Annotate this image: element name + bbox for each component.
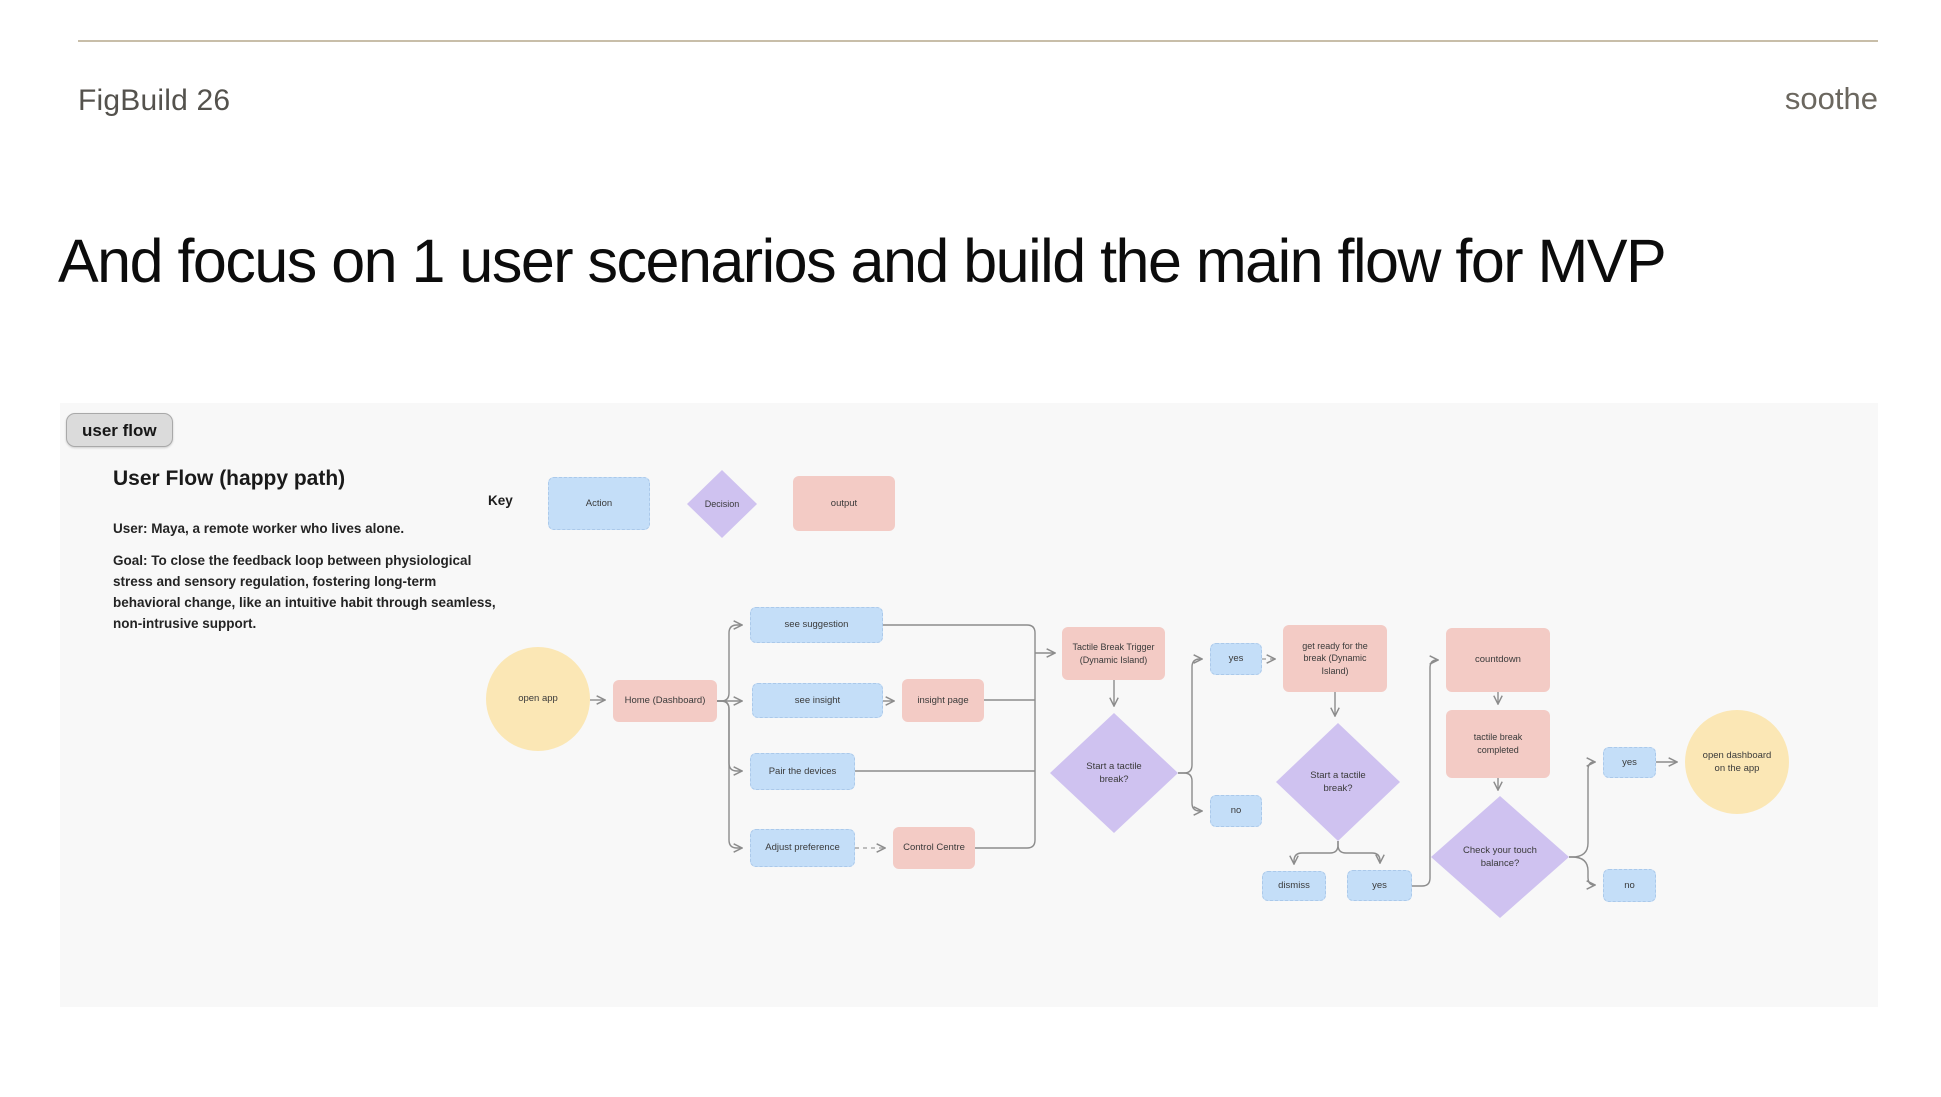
node-countdown: countdown [1446,628,1550,692]
node-check-touch-balance: Check your touch balance? [1431,796,1569,918]
node-start-tactile-break-1: Start a tactile break? [1050,713,1178,833]
user-flow-chip: user flow [66,413,173,447]
key-output-swatch: output [793,476,895,531]
node-get-ready-break: get ready for the break (Dynamic Island) [1283,625,1387,692]
flow-user-line: User: Maya, a remote worker who lives al… [113,521,405,536]
soothe-logo[interactable]: soothe [1784,81,1878,116]
flow-goal-line: Goal: To close the feedback loop between… [113,553,496,631]
node-yes-3: yes [1603,747,1656,778]
node-control-centre: Control Centre [893,827,975,869]
node-pair-devices: Pair the devices [750,753,855,790]
node-see-suggestion: see suggestion [750,607,883,643]
node-tactile-break-completed: tactile break completed [1446,710,1550,778]
node-yes-1: yes [1210,643,1262,675]
node-no-1: no [1210,795,1262,827]
user-flow-embed[interactable]: user flow User Flow (happy path) User: M… [60,403,1878,1007]
node-adjust-preference: Adjust preference [750,829,855,867]
node-yes-2: yes [1347,870,1412,901]
node-insight-page: insight page [902,679,984,722]
page-title: And focus on 1 user scenarios and build … [58,227,1667,295]
node-start-tactile-break-2: Start a tactile break? [1276,723,1400,841]
node-tactile-break-trigger: Tactile Break Trigger (Dynamic Island) [1062,627,1165,680]
node-home-dashboard: Home (Dashboard) [613,680,717,722]
node-no-3: no [1603,869,1656,902]
flow-heading: User Flow (happy path) [113,467,346,490]
header-rule [78,40,1878,42]
key-action-swatch: Action [548,477,650,530]
key-decision-swatch: Decision [687,470,757,538]
node-open-dashboard: open dashboard on the app [1685,710,1789,814]
node-dismiss: dismiss [1262,871,1326,901]
key-label: Key [488,493,513,508]
node-open-app: open app [486,647,590,751]
brand-link[interactable]: FigBuild 26 [78,84,231,117]
node-see-insight: see insight [752,683,883,718]
